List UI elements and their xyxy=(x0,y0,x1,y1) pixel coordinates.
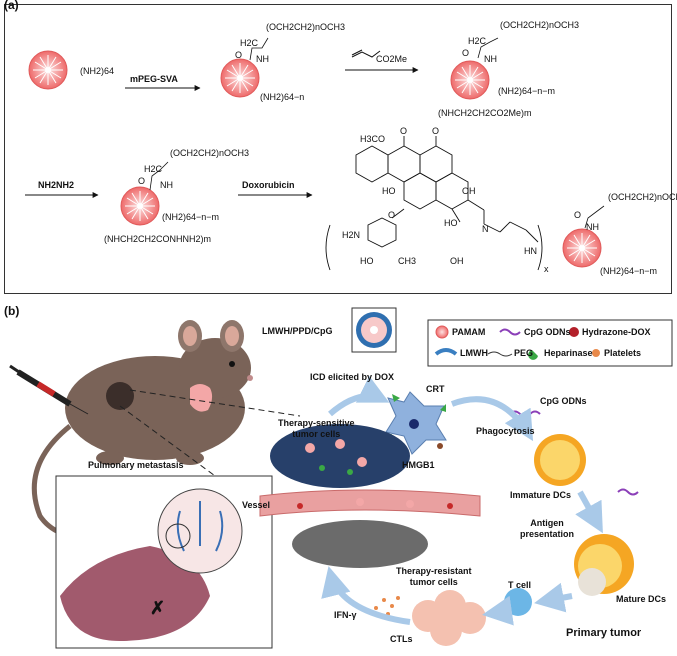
resistant-label: Therapy-resistant tumor cells xyxy=(396,566,472,587)
nh2-64-nm-label-3: (NH2)64−n−m xyxy=(600,266,658,276)
hydrazone-n: N xyxy=(482,224,489,234)
crt-label: CRT xyxy=(426,384,445,394)
nh-label-2: NH xyxy=(484,54,497,64)
ctls-label: CTLs xyxy=(390,634,413,644)
o-label-1: O xyxy=(235,50,243,60)
legend-pamam: PAMAM xyxy=(452,327,486,337)
dox-ch3: CH3 xyxy=(398,256,417,266)
dox-hn: HN xyxy=(524,246,537,256)
dashed-link-1 xyxy=(129,389,301,417)
dox-h2n: H2N xyxy=(342,230,361,240)
methyl-acrylate xyxy=(351,50,381,58)
t-cell xyxy=(504,588,532,616)
legend-cpg: CpG ODNs xyxy=(524,327,571,337)
nh-label-4: NH xyxy=(586,222,599,232)
dox-oh-1: OH xyxy=(462,186,476,196)
peg-chain-label-1: (OCH2CH2)nOCH3 xyxy=(266,22,346,32)
vessel-label: Vessel xyxy=(242,500,271,510)
legend-lmwh: LMWH xyxy=(460,348,488,358)
pamam-dendrimer-1 xyxy=(28,50,68,90)
therapy-resistant-cluster xyxy=(292,520,428,568)
pamam-dendrimer-4 xyxy=(120,186,160,226)
panel-b-graphics: ✗ xyxy=(9,307,673,649)
ifn-label: IFN-γ xyxy=(334,610,357,620)
doxorubicin-structure xyxy=(325,136,543,271)
sensitive-label: Therapy-sensitive tumor cells xyxy=(278,418,355,439)
o-label-3: O xyxy=(138,176,146,186)
panel-b-label: (b) xyxy=(4,304,20,318)
panel-a-frame xyxy=(4,4,672,294)
cpg-odns-label: CpG ODNs xyxy=(540,396,587,406)
pamam-dendrimer-5 xyxy=(562,228,602,268)
nh2-64-n-label: (NH2)64−n xyxy=(260,92,305,102)
dox-oxo-1: O xyxy=(400,126,408,136)
nh2-64-label: (NH2)64 xyxy=(80,66,115,76)
dox-ho-2: HO xyxy=(444,218,458,228)
legend-heparinase: Heparinase xyxy=(544,348,593,358)
reagent-doxorubicin: Doxorubicin xyxy=(242,180,295,190)
peg-chain-label-3: (OCH2CH2)nOCH3 xyxy=(170,148,250,158)
legend-hydrazone: Hydrazone-DOX xyxy=(582,327,651,337)
hydrazide-side-chain: (NHCH2CH2CONHNH2)m xyxy=(104,234,212,244)
pamam-dendrimer-2 xyxy=(220,58,260,98)
nh-label-3: NH xyxy=(160,180,173,190)
dox-oxo-2: O xyxy=(432,126,440,136)
mouse-label: LMWH/PPD/CpG xyxy=(262,326,333,336)
dox-och3: H3CO xyxy=(360,134,386,144)
hmgb1-label: HMGB1 xyxy=(402,460,435,470)
lung-tissue xyxy=(60,546,210,641)
vessel xyxy=(259,489,481,517)
h2c-label-1: H2C xyxy=(240,38,259,48)
reagent-hydrazine: NH2NH2 xyxy=(38,180,75,190)
reagent-mpeg-sva: mPEG-SVA xyxy=(130,74,178,84)
panel-a-label: (a) xyxy=(4,0,19,12)
dox-ho-sugar: HO xyxy=(360,256,374,266)
svg-text:✗: ✗ xyxy=(150,598,165,618)
h2c-label-3: H2C xyxy=(144,164,163,174)
legend-platelets: Platelets xyxy=(604,348,642,358)
primary-tumor-label: Primary tumor xyxy=(566,627,642,639)
o-label-2: O xyxy=(462,48,470,58)
nh2-64-nm-label-1: (NH2)64−n−m xyxy=(498,86,556,96)
panel-a-graphics xyxy=(25,37,605,271)
peg-chain-label-2: (OCH2CH2)nOCH3 xyxy=(500,20,580,30)
subscript-x: x xyxy=(544,264,549,274)
mouse-illustration xyxy=(31,320,253,541)
metastasis-label: Pulmonary metastasis xyxy=(88,460,184,470)
mature-dc xyxy=(574,534,634,596)
legend-peg: PEG xyxy=(514,348,534,358)
icd-label: ICD elicited by DOX xyxy=(310,372,395,382)
phagocytosis-label: Phagocytosis xyxy=(476,426,535,436)
therapy-sensitive-cluster xyxy=(270,424,410,488)
dox-glyco-o: O xyxy=(388,210,396,220)
pamam-dendrimer-3 xyxy=(450,60,490,100)
dox-oh-2: OH xyxy=(450,256,464,266)
dox-ho-1: HO xyxy=(382,186,396,196)
ctl-cluster xyxy=(412,590,486,646)
antigen-label: Antigen presentation xyxy=(520,518,575,539)
mature-dc-label: Mature DCs xyxy=(616,594,667,604)
ester-side-chain: (NHCH2CH2CO2Me)m xyxy=(438,108,532,118)
peg-chain-label-4: (OCH2CH2)nOCH3 xyxy=(608,192,677,202)
immature-dc-label: Immature DCs xyxy=(510,490,572,500)
syringe-illustration xyxy=(9,364,89,415)
immature-dc xyxy=(534,434,586,486)
legend-box xyxy=(427,319,673,367)
o-label-4: O xyxy=(574,210,582,220)
nh-label-1: NH xyxy=(256,54,269,64)
h2c-label-2: H2C xyxy=(468,36,487,46)
co2me-label: CO2Me xyxy=(376,54,408,64)
nh2-64-nm-label-2: (NH2)64−n−m xyxy=(162,212,220,222)
tcell-label: T cell xyxy=(508,580,532,590)
